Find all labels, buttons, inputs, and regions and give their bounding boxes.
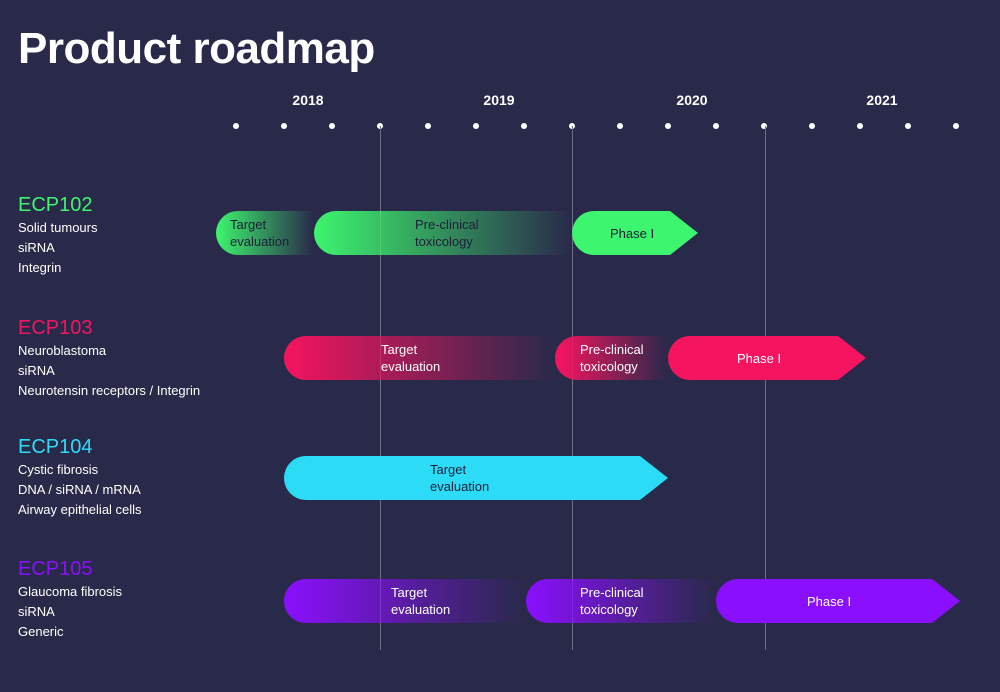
page-title: Product roadmap <box>18 24 375 73</box>
product-detail-line: DNA / siRNA / mRNA <box>18 482 141 497</box>
phase-segment <box>284 336 577 380</box>
year-label: 2018 <box>292 92 324 108</box>
phase-segment <box>526 579 738 623</box>
phase-label-text: Phase I <box>807 593 852 609</box>
year-label: 2021 <box>866 92 898 108</box>
timeline-tick-dot <box>425 123 431 129</box>
timeline-tick-dot <box>521 123 527 129</box>
phase-label: Pre-clinical toxicology <box>580 336 644 380</box>
timeline-tick-dot <box>281 123 287 129</box>
phase-label-text: Pre-clinical toxicology <box>415 217 479 249</box>
timeline-tick-dot <box>905 123 911 129</box>
product-detail-line: Neuroblastoma <box>18 343 107 358</box>
phase-label-text: Phase I <box>737 350 782 366</box>
timeline-tick-dot <box>617 123 623 129</box>
product-id: ECP104 <box>18 436 93 458</box>
phase-segment <box>216 211 336 255</box>
phase-label: Target evaluation <box>381 336 440 380</box>
year-gridline <box>380 126 381 650</box>
phase-label: Pre-clinical toxicology <box>415 211 479 255</box>
product-id: ECP105 <box>18 558 93 580</box>
product-detail-line: Generic <box>18 624 64 639</box>
product-id: ECP102 <box>18 194 93 216</box>
phase-label-text: Pre-clinical toxicology <box>580 342 644 374</box>
phase-label: Phase I <box>807 579 851 623</box>
phase-label-text: Target evaluation <box>381 342 441 374</box>
product-detail-line: siRNA <box>18 363 55 378</box>
phase-label: Phase I <box>737 336 781 380</box>
roadmap-bar-ecp103: Target evaluation Pre-clinical toxicology… <box>284 336 866 380</box>
timeline-tick-dot <box>761 123 767 129</box>
phase-segment <box>572 211 698 255</box>
product-detail-line: Neurotensin receptors / Integrin <box>18 383 201 398</box>
timeline-tick-dot <box>953 123 959 129</box>
timeline-tick-dot <box>857 123 863 129</box>
phase-label: Target evaluation <box>230 211 289 255</box>
phase-label: Phase I <box>610 211 654 255</box>
product-id: ECP103 <box>18 317 93 339</box>
timeline-tick-dot <box>329 123 335 129</box>
timeline-tick-dot <box>665 123 671 129</box>
roadmap-bar-ecp104: Target evaluation <box>284 456 668 500</box>
product-detail-line: Cystic fibrosis <box>18 462 99 477</box>
phase-segment <box>555 336 690 380</box>
timeline-tick-dot <box>809 123 815 129</box>
product-detail-line: Glaucoma fibrosis <box>18 584 123 599</box>
product-detail-line: siRNA <box>18 604 55 619</box>
year-label: 2020 <box>676 92 708 108</box>
phase-segment <box>284 579 548 623</box>
phase-label-text: Target evaluation <box>430 462 490 494</box>
roadmap-bar-ecp102: Target evaluation Pre-clinical toxicology… <box>216 211 698 255</box>
year-gridline <box>765 126 766 650</box>
product-detail-line: Integrin <box>18 260 62 275</box>
phase-label-text: Target evaluation <box>391 585 451 617</box>
year-gridline <box>572 126 573 650</box>
phase-label-text: Pre-clinical toxicology <box>580 585 644 617</box>
timeline-tick-dot <box>713 123 719 129</box>
roadmap-bar-shapes <box>284 456 668 500</box>
phase-label: Pre-clinical toxicology <box>580 579 644 623</box>
timeline-tick-dot <box>233 123 239 129</box>
phase-segment <box>668 336 866 380</box>
roadmap-bar-shapes <box>284 336 866 380</box>
timeline-tick-dot <box>473 123 479 129</box>
phase-label-text: Target evaluation <box>230 217 290 249</box>
roadmap-bar-shapes <box>284 579 960 623</box>
phase-label: Target evaluation <box>391 579 450 623</box>
product-detail-line: Solid tumours <box>18 220 98 235</box>
product-detail-line: Airway epithelial cells <box>18 502 142 517</box>
phase-segment <box>716 579 960 623</box>
roadmap-bar-shapes <box>216 211 698 255</box>
roadmap-bar-ecp105: Target evaluation Pre-clinical toxicology… <box>284 579 960 623</box>
product-detail-line: siRNA <box>18 240 55 255</box>
phase-label-text: Phase I <box>610 225 655 241</box>
phase-label: Target evaluation <box>430 456 489 500</box>
phase-segment <box>284 456 668 500</box>
year-label: 2019 <box>483 92 515 108</box>
phase-segment <box>314 211 594 255</box>
